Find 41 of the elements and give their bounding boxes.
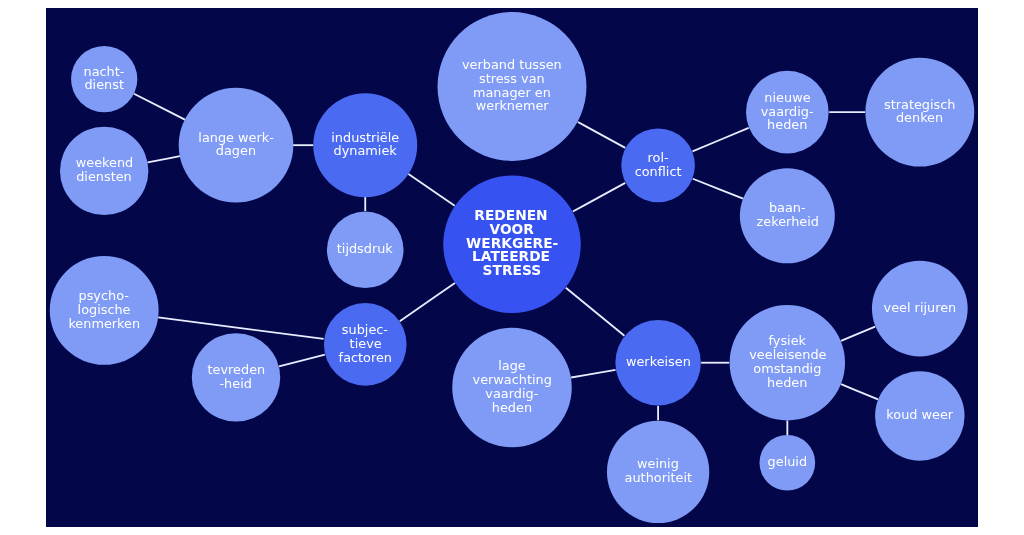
node-circle: werkeisen	[615, 319, 701, 406]
node-circle: tijdsdruk	[326, 211, 404, 289]
connector	[576, 121, 627, 149]
connector	[828, 111, 867, 114]
node-circle: lage verwachting vaardig- heden	[452, 327, 572, 448]
connector	[570, 368, 617, 379]
node-circle: koud weer	[875, 371, 965, 461]
connector	[691, 127, 750, 153]
connector	[292, 144, 315, 147]
connector	[571, 181, 627, 213]
connector	[398, 282, 456, 323]
node-circle: fysiek veeleisende omstandig heden	[729, 305, 846, 421]
node-circle: nacht- dienst	[71, 45, 138, 113]
node-circle: weekend diensten	[60, 126, 149, 216]
node-circle: veel rijuren	[871, 260, 968, 357]
connector	[840, 325, 877, 342]
node-circle: strategisch denken	[865, 57, 975, 167]
node-circle: weinig authoriteit	[606, 420, 710, 524]
node-circle: baan- zekerheid	[739, 168, 835, 264]
connector	[840, 383, 879, 401]
connector	[133, 92, 186, 121]
connector	[786, 419, 789, 436]
node-circle: verband tussen stress van manager en werknemer	[437, 11, 587, 161]
node-circle: psycho- logische kenmerken	[49, 255, 159, 365]
node-circle: geluid	[759, 434, 816, 491]
node-circle: REDENEN VOOR WERKGERE- LATEERDE STRESS	[443, 175, 581, 314]
connector	[157, 316, 325, 340]
connector	[657, 404, 660, 422]
connector	[691, 177, 744, 200]
connector	[564, 286, 626, 337]
node-circle: tevreden -heid	[191, 333, 281, 422]
node-circle: industriële dynamiek	[313, 93, 418, 198]
node-circle: nieuwe vaardig- heden	[746, 70, 829, 154]
connector	[364, 196, 367, 212]
connector	[700, 361, 731, 364]
connector	[407, 173, 456, 207]
connector	[146, 155, 181, 164]
connector	[278, 353, 326, 368]
node-circle: subjec- tieve factoren	[323, 303, 407, 386]
node-circle: rol- conflict	[621, 128, 695, 203]
node-circle: lange werk- dagen	[178, 87, 294, 203]
